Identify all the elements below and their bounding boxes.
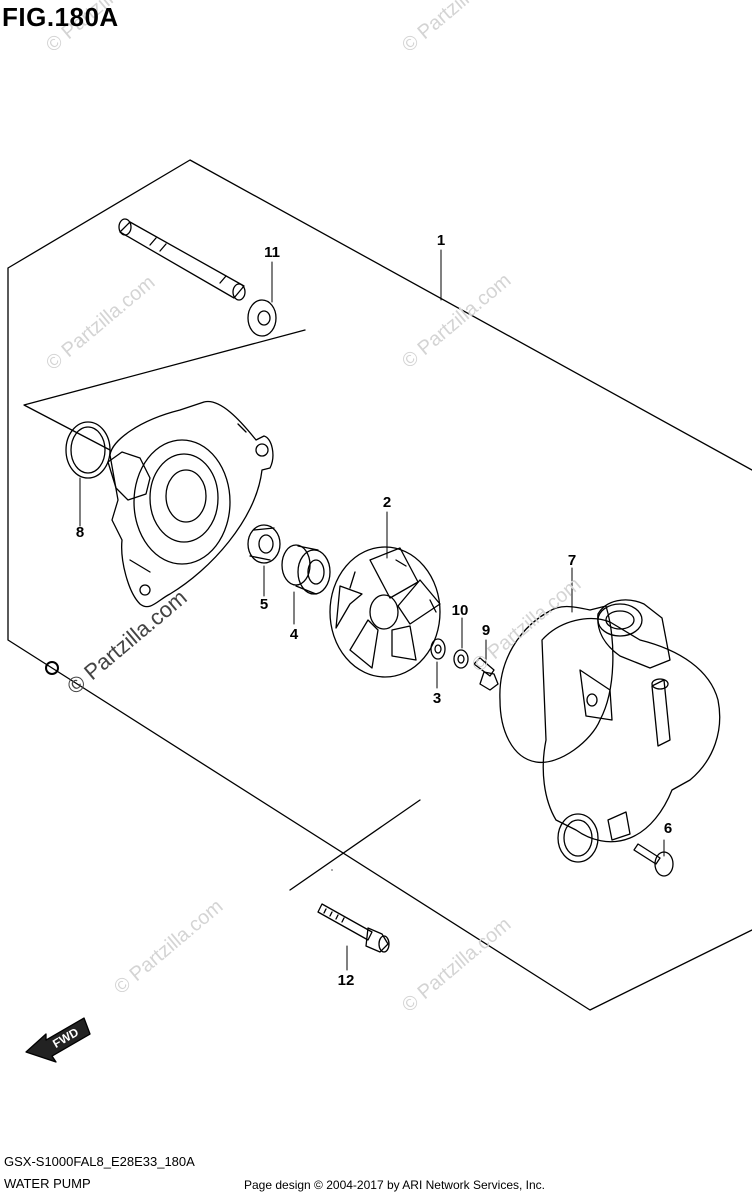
part-shaft[interactable] [118,218,246,301]
part-bearing[interactable] [247,524,281,564]
callout-7[interactable]: 7 [567,552,577,569]
callout-6[interactable]: 6 [663,820,673,837]
watermark-circle [45,661,59,675]
figure-name: WATER PUMP [4,1176,91,1191]
callout-10[interactable]: 10 [451,602,469,619]
figure-code: GSX-S1000FAL8_E28E33_180A [4,1154,195,1169]
callout-2[interactable]: 2 [382,494,392,511]
leader-lines [79,249,665,971]
part-seal-washer[interactable] [430,638,446,660]
assembly-outline [7,159,752,1011]
callout-9[interactable]: 9 [481,622,491,639]
callout-5[interactable]: 5 [259,596,269,613]
part-bolt-small[interactable] [331,843,674,877]
callout-4[interactable]: 4 [289,626,299,643]
page-credit: Page design © 2004-2017 by ARI Network S… [244,1178,546,1192]
part-pump-body[interactable] [107,400,274,608]
figure-title: FIG.180A [2,2,119,32]
part-o-ring[interactable] [65,421,111,479]
part-washer[interactable] [453,649,469,669]
callout-12[interactable]: 12 [337,972,355,989]
callout-1[interactable]: 1 [436,232,446,249]
callout-11[interactable]: 11 [264,244,280,261]
callout-8[interactable]: 8 [75,524,85,541]
part-gasket[interactable] [499,605,614,763]
part-impeller[interactable] [329,546,441,678]
callout-3[interactable]: 3 [432,690,442,707]
part-pump-cover[interactable] [499,599,721,863]
part-bolt-9[interactable] [473,657,499,691]
part-washer-11[interactable] [247,299,277,337]
fwd-arrow-icon: FWD [25,1017,91,1063]
part-mechanical-seal[interactable] [281,544,331,595]
part-bolt-long[interactable] [317,903,390,953]
